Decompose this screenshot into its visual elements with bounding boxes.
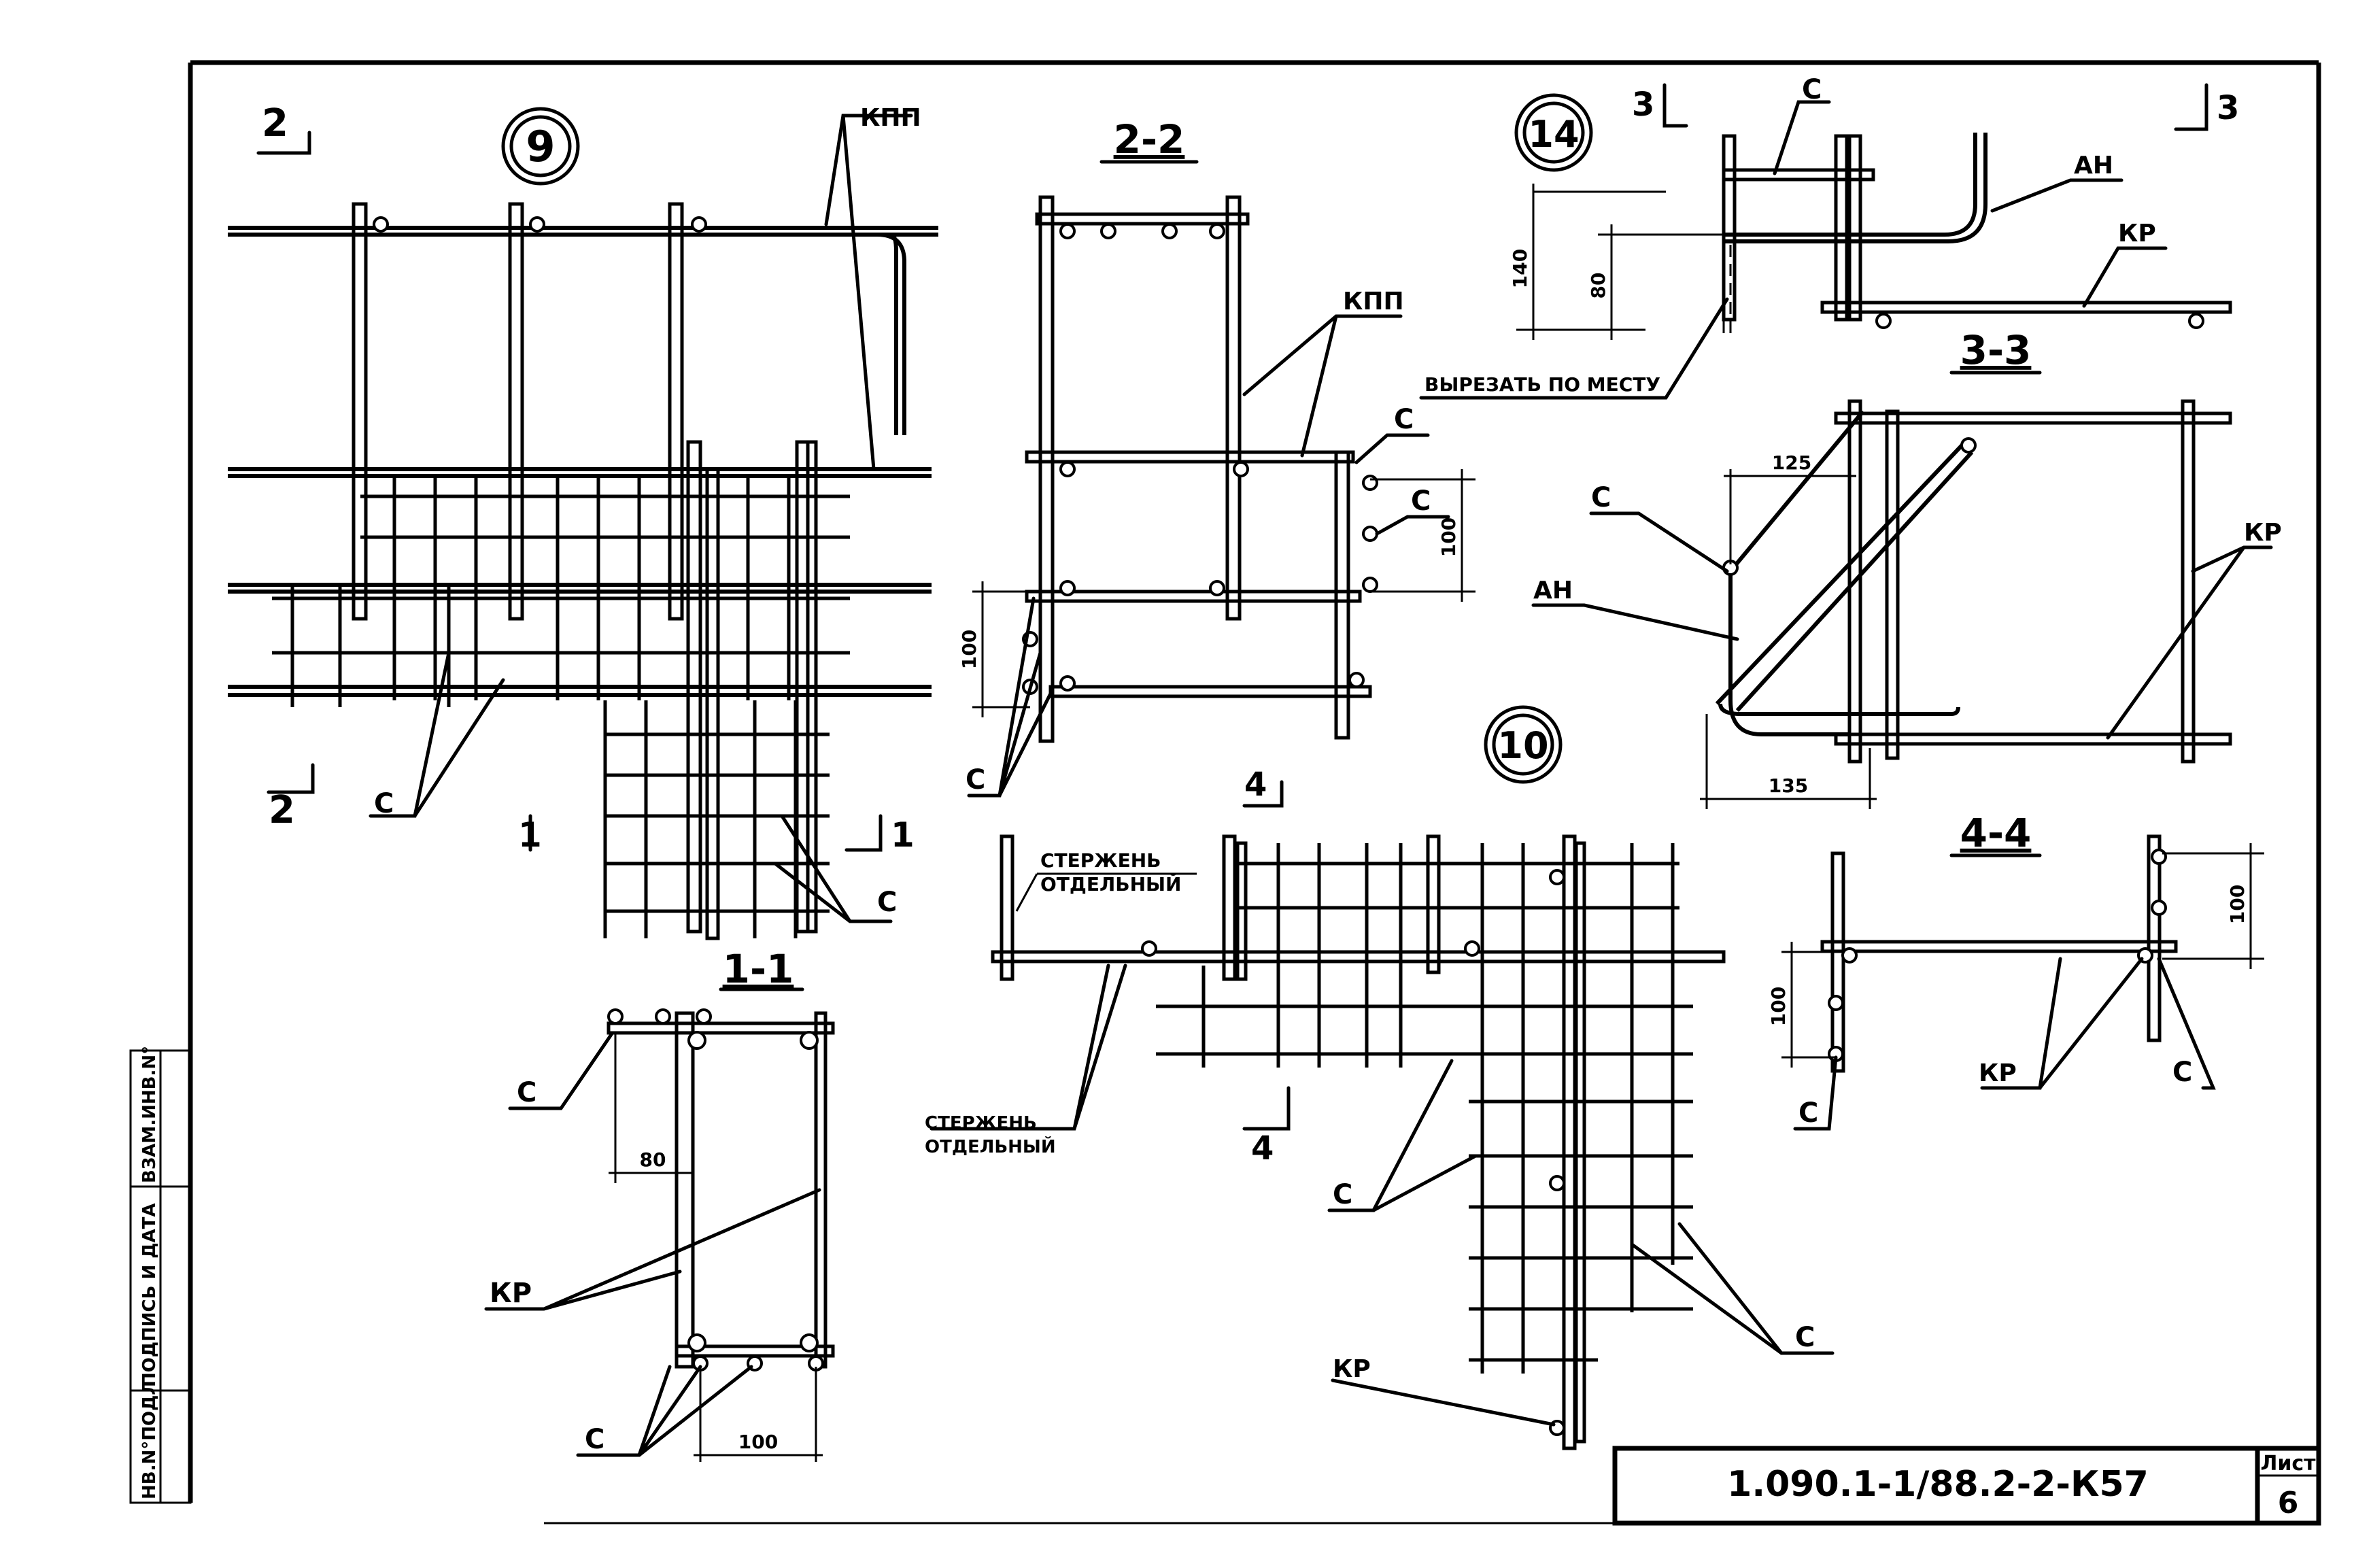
sheet-label: Лист [2260,1452,2316,1476]
dim-135-section33: 135 [1769,774,1808,797]
label-c-section11-top: С [517,1077,536,1108]
cut-mark-3-right: 3 [2217,89,2239,127]
dim-100-section22-left: 100 [958,630,980,669]
dim-100-section22-right: 100 [1437,517,1460,557]
label-c-section33: С [1591,482,1611,513]
label-kpp-node9: КПП [860,104,921,132]
section-4-4: 4-4 100 100 КР С С [1767,810,2264,1131]
cut-mark-1-right: 1 [891,815,915,855]
dim-80-section11: 80 [640,1148,666,1171]
label-separate-rod-top-2: ОТДЕЛЬНЫЙ [1040,872,1181,896]
cut-mark-2-bottom: 2 [269,788,295,832]
node-9-plan: 9 2 2 [228,101,938,940]
node-14-plan: 14 3 3 140 80 С АН КР ВЫРЕЗАТЬ ПО МЕСТУ [1419,74,2239,400]
node-9-number: 9 [526,122,555,171]
section-4-4-title: 4-4 [1960,810,2032,856]
side-zam-label: ВЗАМ.ИНВ.N° [139,1046,160,1183]
dim-100-section44-left: 100 [1767,987,1790,1026]
label-c-node9-lower: С [877,887,897,918]
label-kr-node10: КР [1333,1355,1371,1383]
dim-125-section33: 125 [1772,451,1811,474]
label-separate-rod-bottom-2: ОТДЕЛЬНЫЙ [925,1136,1056,1157]
title-block: 1.090.1-1/88.2-2-К57 Лист 6 [1612,1446,2321,1526]
section-3-3: 3-3 125 135 С АН КР [1531,327,2282,809]
label-kr-section33: КР [2244,519,2282,547]
label-c-section22-top: С [1394,404,1414,435]
section-3-3-title: 3-3 [1960,327,2032,373]
label-c-section44-left: С [1798,1097,1818,1129]
dim-80-node14: 80 [1587,273,1609,299]
label-c-node14: С [1802,74,1822,105]
label-kr-node14: КР [2118,220,2156,248]
label-kpp-section22: КПП [1343,288,1404,316]
sheet-number: 6 [2278,1486,2299,1520]
label-an-section33: АН [1533,577,1573,604]
doc-code: 1.090.1-1/88.2-2-К57 [1727,1464,2149,1505]
label-separate-rod-bottom-1: СТЕРЖЕНЬ [925,1113,1037,1134]
label-kr-section11: КР [490,1278,532,1309]
label-c-node10-left: С [1333,1179,1352,1210]
label-separate-rod-top-1: СТЕРЖЕНЬ [1040,849,1161,872]
label-an-node14: АН [2074,152,2113,180]
node-10-number: 10 [1497,724,1548,767]
section-1-1: 1-1 80 100 С КР С [484,946,835,1462]
section-2-2-title: 2-2 [1114,116,1185,163]
label-kr-section44: КР [1979,1059,2017,1087]
node-14-number: 14 [1528,113,1579,156]
label-c-section22-mid: С [1411,485,1431,517]
label-c-node9: С [374,788,394,819]
dim-100-section44-right: 100 [2226,885,2249,924]
side-sign-label: ПОДПИСЬ И ДАТА [139,1204,160,1387]
label-c-section22-bottom: С [966,764,985,796]
side-inv-label: НВ.N°ПОДЛ [139,1380,160,1499]
cut-mark-4-bottom: 4 [1251,1129,1274,1168]
cut-mark-2-top: 2 [262,101,288,146]
section-1-1-title: 1-1 [723,946,794,992]
label-c-node10-right: С [1795,1322,1815,1353]
section-2-2: 2-2 100 100 КПП С [958,116,1476,798]
node-10-plan: 10 4 4 СТЕРЖЕНЬ ОТДЕЛЬНЫЙ [925,705,1835,1450]
label-c-section44-right: С [2172,1057,2192,1088]
dim-140-node14: 140 [1509,249,1531,288]
label-cut-in-place: ВЫРЕЗАТЬ ПО МЕСТУ [1425,373,1660,396]
dim-100-section11: 100 [738,1431,778,1453]
side-stamp: НВ.N°ПОДЛ ПОДПИСЬ И ДАТА ВЗАМ.ИНВ.N° [129,1046,192,1504]
label-c-section11-bottom: С [585,1424,604,1455]
cut-mark-4-top: 4 [1244,766,1267,804]
cut-mark-3-left: 3 [1632,86,1654,124]
